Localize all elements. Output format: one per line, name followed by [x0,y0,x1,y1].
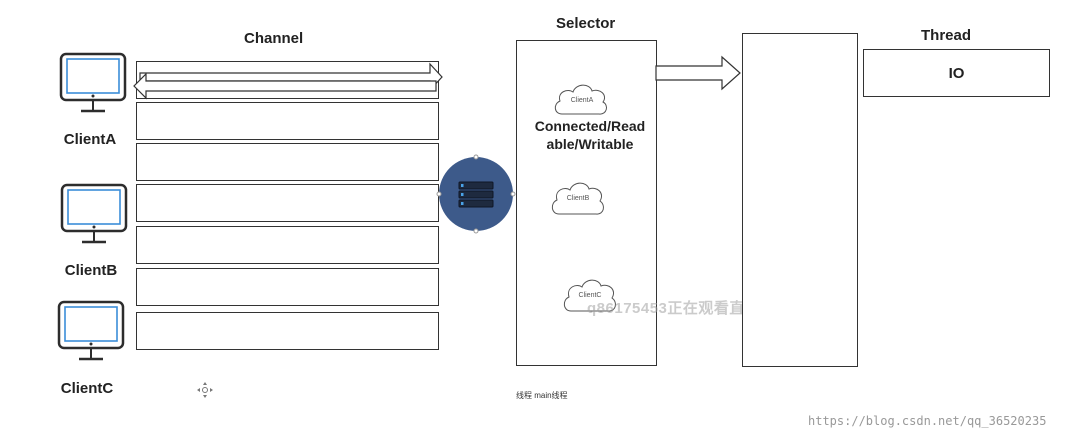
client-label-a: ClientA [63,131,117,148]
io-label: IO [948,64,965,82]
client-label-b: ClientB [64,262,118,279]
channel-title: Channel [244,30,304,47]
move-handle-icon[interactable] [197,382,213,398]
monitor-icon [57,300,125,361]
watermark-text: q86175453正在观看直播 [587,300,761,317]
source-url: https://blog.csdn.net/qq_36520235 [808,414,1047,428]
channel-lane-4 [136,184,439,222]
selector-state-label: Connected/Read able/Writable [534,118,646,152]
channel-lane-2 [136,102,439,140]
monitor-icon [59,52,127,113]
channel-lane-6 [136,268,439,306]
cloud-icon [554,84,607,115]
channel-lane-3 [136,143,439,181]
client-label-c: ClientC [60,380,114,397]
cloud-label-c: ClientC [578,292,602,299]
monitor-icon [60,183,128,244]
cloud-label-a: ClientA [570,97,594,104]
thread-pool-box [742,33,858,367]
channel-lane-5 [136,226,439,264]
io-box: IO [863,49,1050,97]
cloud-icon [551,182,604,215]
right-arrow-icon [655,55,741,91]
cloud-icon [563,279,616,312]
channel-lane-7 [136,312,439,350]
server-icon [436,154,516,234]
selector-title: Selector [556,15,616,32]
thread-title: Thread [921,27,972,44]
cloud-label-b: ClientB [566,195,590,202]
bidirectional-arrow-icon [133,62,443,100]
bottom-note: 线程 main线程 [516,391,568,400]
